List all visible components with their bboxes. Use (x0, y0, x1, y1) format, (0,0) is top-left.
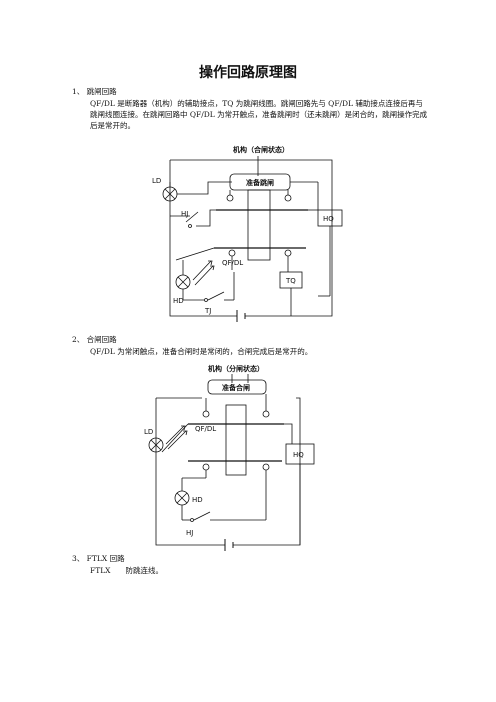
ld-label-2: LD (144, 428, 153, 436)
tj-label: TJ (204, 307, 211, 315)
diagram1-caption: 机构（合闸状态） (233, 145, 289, 154)
prepare-close-box (207, 379, 267, 395)
page-title: 操作回路原理图 (199, 65, 297, 81)
prepare-close-label: 准备合闸 (222, 383, 250, 392)
section-1-paragraph: QF/DL 是断路器（机构）的辅助接点，TQ 为跳闸线圈。跳闸回路先与 QF/D… (90, 99, 428, 130)
mechanism-block-2 (225, 404, 247, 476)
qf-dl-label-2: QF/DL (195, 425, 216, 433)
hd-label-2: HD (192, 496, 203, 504)
ld-lamp-icon-2 (148, 437, 164, 453)
section-3-paragraph: FTLX 防跳连线。 (90, 566, 164, 575)
hq-label-2: HQ (293, 451, 304, 459)
section-2-heading: 2、 合闸回路 (72, 335, 117, 344)
hd-label: HD (173, 297, 184, 305)
diagram2-caption: 机构（分闸状态） (208, 364, 264, 373)
hq-label: HQ (323, 215, 334, 223)
section-1-heading: 1、 跳闸回路 (72, 87, 117, 96)
ld-label: LD (152, 177, 161, 185)
hj-label-2: HJ (186, 529, 193, 537)
tq-label: TQ (285, 277, 296, 285)
section-3-heading: 3、 FTLX 回路 (72, 554, 125, 563)
prepare-trip-label: 准备跳闸 (246, 178, 274, 187)
qf-dl-label-1: QF/DL (222, 259, 243, 267)
mechanism-block (247, 189, 271, 261)
hj-label: HJ (181, 210, 188, 218)
section-2-paragraph: QF/DL 为常闭触点，准备合闸时是常闭的，合闸完成后是常开的。 (90, 347, 313, 356)
